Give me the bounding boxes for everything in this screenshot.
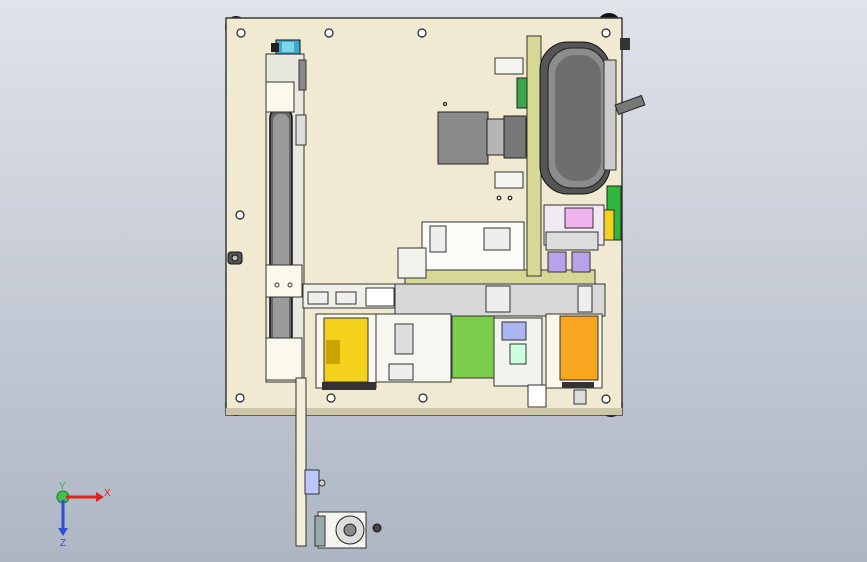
drum-support-plate [526,35,542,277]
plate-mounting-holes [235,28,611,404]
small-bracket-bottom [494,171,524,189]
z-axis-label: Z [60,538,66,549]
lower-arm [295,377,382,549]
base-plate-shadow [226,408,622,415]
vertical-conveyor [265,39,307,383]
machine-assembly [225,13,646,549]
sensor-box [397,221,525,279]
pcb-board-upper [516,77,528,109]
stepper-motor [437,111,537,165]
x-axis-label: X [104,488,111,499]
small-bracket-top [494,57,524,75]
x-axis-arrowhead [96,492,104,502]
yellow-module [315,313,377,390]
y-axis-label: Y [59,481,66,492]
gripper-mechanism [493,317,547,408]
orange-module [545,313,603,405]
center-module [375,313,452,383]
side-knob [227,251,243,265]
feeder-cluster [543,204,615,273]
coordinate-triad: X Y Z [56,481,111,549]
green-module [451,315,495,379]
z-axis-arrowhead [58,528,68,536]
spool-drum [539,38,646,195]
